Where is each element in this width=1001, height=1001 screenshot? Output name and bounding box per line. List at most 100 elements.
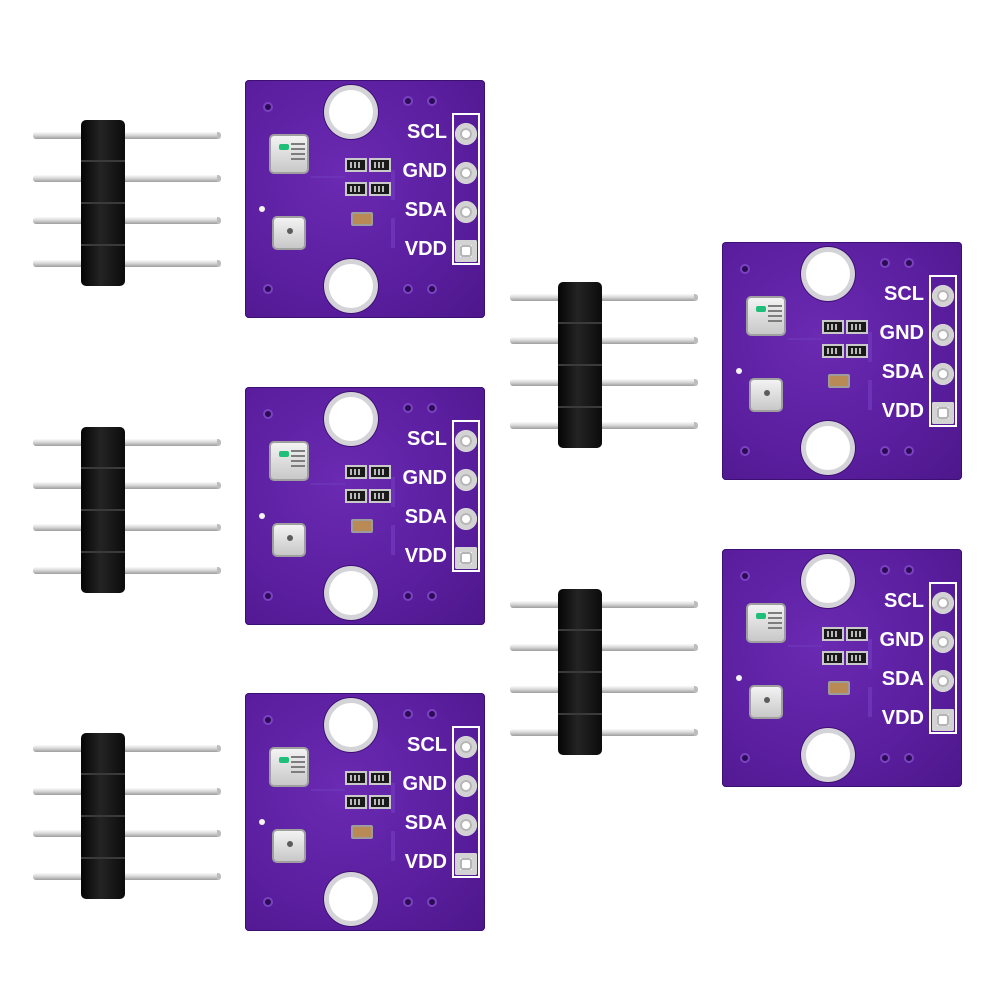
solder-pad-gnd [932,631,954,653]
mounting-hole-bottom [329,877,373,921]
solder-pad-sda [455,201,477,223]
resistor-1 [345,771,367,785]
solder-pad-gnd [455,469,477,491]
pin-label-gnd: GND [402,160,447,182]
solder-pad-sda [932,670,954,692]
resistor-3 [369,771,391,785]
header-pin [33,830,221,837]
pin-label-gnd: GND [402,467,447,489]
pin-label-scl: SCL [407,121,447,143]
pin-pad-frame [452,420,480,572]
humidity-sensor-chip [746,603,786,643]
capacitor [351,519,373,533]
resistor-4 [846,651,868,665]
pin-label-scl: SCL [407,428,447,450]
header-pin [33,439,221,446]
capacitor [828,374,850,388]
header-pin [510,601,698,608]
solder-pad-scl [932,285,954,307]
header-pin [33,524,221,531]
pin-label-gnd: GND [879,629,924,651]
pin-label-vdd: VDD [881,400,924,422]
resistor-4 [369,489,391,503]
header-plastic [558,589,602,755]
solder-pad-scl [455,736,477,758]
header-pin [510,422,698,429]
capacitor [828,681,850,695]
solder-pad-vdd [932,402,954,424]
header-pin [510,686,698,693]
humidity-sensor-chip [269,747,309,787]
solder-pad-gnd [455,775,477,797]
solder-pad-gnd [932,324,954,346]
mounting-hole-top [806,252,850,296]
pin-label-vdd: VDD [404,545,447,567]
header-pin [33,745,221,752]
capacitor [351,212,373,226]
solder-pad-gnd [455,162,477,184]
resistor-2 [822,651,844,665]
header-pin [33,788,221,795]
resistor-4 [369,795,391,809]
resistor-3 [846,320,868,334]
resistor-3 [369,465,391,479]
resistor-3 [846,627,868,641]
pin-label-gnd: GND [879,322,924,344]
solder-pad-sda [932,363,954,385]
header-plastic [81,733,125,899]
pin-label-scl: SCL [884,283,924,305]
pin-header [510,589,730,759]
pressure-sensor-chip [749,685,783,719]
capacitor [351,825,373,839]
header-pin [33,873,221,880]
pin-header [33,427,253,597]
mounting-hole-bottom [329,264,373,308]
header-plastic [81,427,125,593]
pressure-sensor-chip [272,216,306,250]
header-pin [510,729,698,736]
header-pin [510,337,698,344]
resistor-1 [345,465,367,479]
pin-label-sda: SDA [404,812,447,834]
pin-label-vdd: VDD [404,238,447,260]
header-plastic [81,120,125,286]
pressure-sensor-chip [272,829,306,863]
resistor-1 [822,320,844,334]
pin-label-sda: SDA [881,668,924,690]
mounting-hole-top [806,559,850,603]
resistor-1 [822,627,844,641]
header-pin [510,379,698,386]
mounting-hole-top [329,703,373,747]
header-pin [33,132,221,139]
pin-pad-frame [452,113,480,265]
mounting-hole-bottom [806,426,850,470]
solder-pad-vdd [455,853,477,875]
pressure-sensor-chip [272,523,306,557]
pin-pad-frame [929,582,957,734]
header-pin [33,217,221,224]
pin-label-gnd: GND [402,773,447,795]
solder-pad-scl [455,430,477,452]
pin-label-vdd: VDD [404,851,447,873]
header-pin [33,260,221,267]
header-pin [33,482,221,489]
solder-pad-sda [455,508,477,530]
humidity-sensor-chip [269,134,309,174]
humidity-sensor-chip [269,441,309,481]
pin-header [510,282,730,452]
solder-pad-scl [455,123,477,145]
pin-pad-frame [929,275,957,427]
header-pin [33,567,221,574]
pin-pad-frame [452,726,480,878]
solder-pad-vdd [932,709,954,731]
pin-label-scl: SCL [884,590,924,612]
solder-pad-vdd [455,240,477,262]
mounting-hole-top [329,397,373,441]
header-pin [510,294,698,301]
